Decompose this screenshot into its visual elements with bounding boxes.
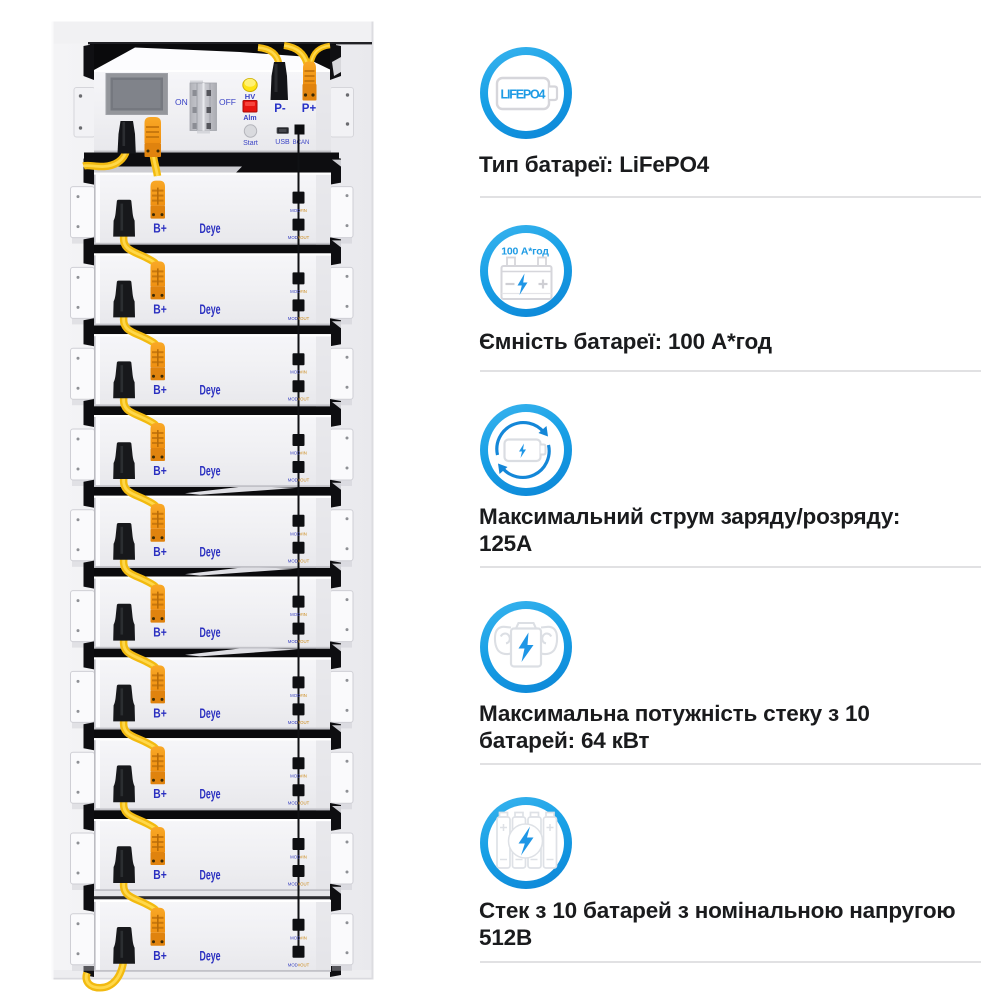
svg-text:P+: P+ xyxy=(302,103,317,115)
svg-text:MOD#OUT: MOD#OUT xyxy=(288,882,310,887)
svg-text:B+: B+ xyxy=(153,868,167,882)
svg-text:P-: P- xyxy=(274,103,286,115)
svg-text:MOD#OUT: MOD#OUT xyxy=(288,316,310,321)
svg-text:Deye: Deye xyxy=(200,706,221,721)
svg-text:MOD#OUT: MOD#OUT xyxy=(288,478,310,483)
svg-text:MOD#IN: MOD#IN xyxy=(290,531,307,536)
svg-text:MOD#OUT: MOD#OUT xyxy=(288,235,310,240)
svg-text:MOD#OUT: MOD#OUT xyxy=(288,397,310,402)
svg-text:B+: B+ xyxy=(153,222,167,236)
svg-text:B+: B+ xyxy=(153,302,167,316)
svg-text:OFF: OFF xyxy=(219,97,236,107)
svg-text:MOD#IN: MOD#IN xyxy=(290,451,307,456)
svg-text:Deye: Deye xyxy=(200,544,221,559)
svg-text:Alm: Alm xyxy=(243,115,256,122)
svg-text:B+: B+ xyxy=(153,545,167,559)
svg-text:B+: B+ xyxy=(153,706,167,720)
svg-text:MOD#IN: MOD#IN xyxy=(290,370,307,375)
svg-text:MOD#OUT: MOD#OUT xyxy=(288,801,310,806)
svg-text:Deye: Deye xyxy=(200,302,221,317)
svg-text:MOD#IN: MOD#IN xyxy=(290,612,307,617)
svg-text:LIFEPO4: LIFEPO4 xyxy=(501,88,546,102)
svg-text:Deye: Deye xyxy=(200,868,221,883)
svg-text:MOD#IN: MOD#IN xyxy=(290,935,307,940)
svg-text:Start: Start xyxy=(243,140,258,147)
svg-text:Deye: Deye xyxy=(200,625,221,640)
svg-text:MOD#IN: MOD#IN xyxy=(290,693,307,698)
svg-text:B+: B+ xyxy=(153,949,167,963)
svg-text:MOD#OUT: MOD#OUT xyxy=(288,720,310,725)
svg-text:MOD#OUT: MOD#OUT xyxy=(288,639,310,644)
svg-text:MOD#OUT: MOD#OUT xyxy=(288,558,310,563)
svg-text:ON: ON xyxy=(175,97,188,107)
svg-text:BCAN: BCAN xyxy=(293,140,310,146)
svg-text:MOD#OUT: MOD#OUT xyxy=(288,962,310,967)
svg-text:MOD#IN: MOD#IN xyxy=(290,208,307,213)
svg-text:Deye: Deye xyxy=(200,221,221,236)
svg-text:B+: B+ xyxy=(153,787,167,801)
svg-text:B+: B+ xyxy=(153,464,167,478)
svg-text:Deye: Deye xyxy=(200,383,221,398)
svg-text:B+: B+ xyxy=(153,626,167,640)
svg-text:B+: B+ xyxy=(153,383,167,397)
svg-text:MOD#IN: MOD#IN xyxy=(290,855,307,860)
svg-text:MOD#IN: MOD#IN xyxy=(290,289,307,294)
svg-text:USB: USB xyxy=(275,139,290,146)
svg-text:Deye: Deye xyxy=(200,787,221,802)
svg-text:100 А*год: 100 А*год xyxy=(501,245,549,257)
svg-text:Deye: Deye xyxy=(200,948,221,963)
svg-text:HV: HV xyxy=(245,92,255,101)
svg-text:MOD#IN: MOD#IN xyxy=(290,774,307,779)
svg-text:Deye: Deye xyxy=(200,464,221,479)
